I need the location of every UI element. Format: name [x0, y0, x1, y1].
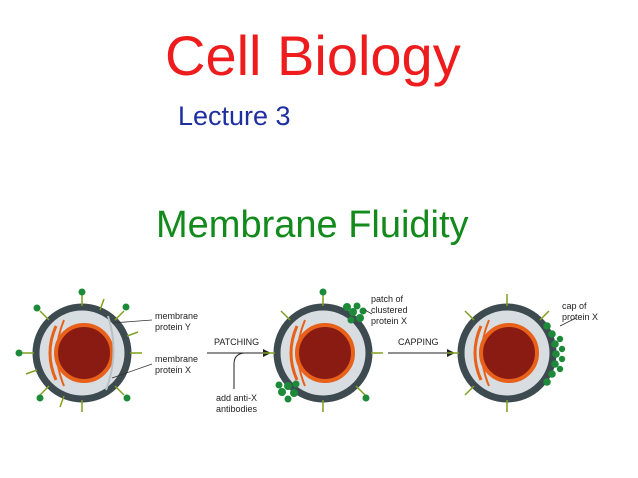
label-capping: CAPPING [398, 337, 439, 347]
cell-patching [263, 288, 383, 412]
protein-x-patch-bottom [275, 380, 300, 403]
label-patch-line2: clustered [371, 305, 408, 315]
protein-x-patch-top [343, 302, 367, 324]
slide-title: Cell Biology [165, 24, 461, 87]
topic-heading: Membrane Fluidity [156, 204, 469, 246]
cell-capping [447, 294, 566, 412]
add-antibody-arrow [233, 352, 245, 389]
label-cap-line1: cap of [562, 301, 587, 311]
label-cap-line2: protein X [562, 312, 598, 322]
label-patch-line3: protein X [371, 316, 407, 326]
membrane-fluidity-diagram: membrane protein Y membrane protein X PA… [15, 288, 598, 414]
lecture-number: Lecture 3 [178, 101, 291, 131]
proteins-scattered [22, 294, 142, 412]
label-patching: PATCHING [214, 337, 259, 347]
label-protein-x-line1: membrane [155, 354, 198, 364]
label-protein-x-line2: protein X [155, 365, 191, 375]
cell-initial [15, 288, 142, 412]
label-add-antibodies-line1: add anti-X [216, 393, 257, 403]
label-add-antibodies-line2: antibodies [216, 404, 258, 414]
label-patch-line1: patch of [371, 294, 404, 304]
protein-x-cap [543, 322, 566, 386]
label-protein-y-line1: membrane [155, 311, 198, 321]
label-protein-y-line2: protein Y [155, 322, 191, 332]
